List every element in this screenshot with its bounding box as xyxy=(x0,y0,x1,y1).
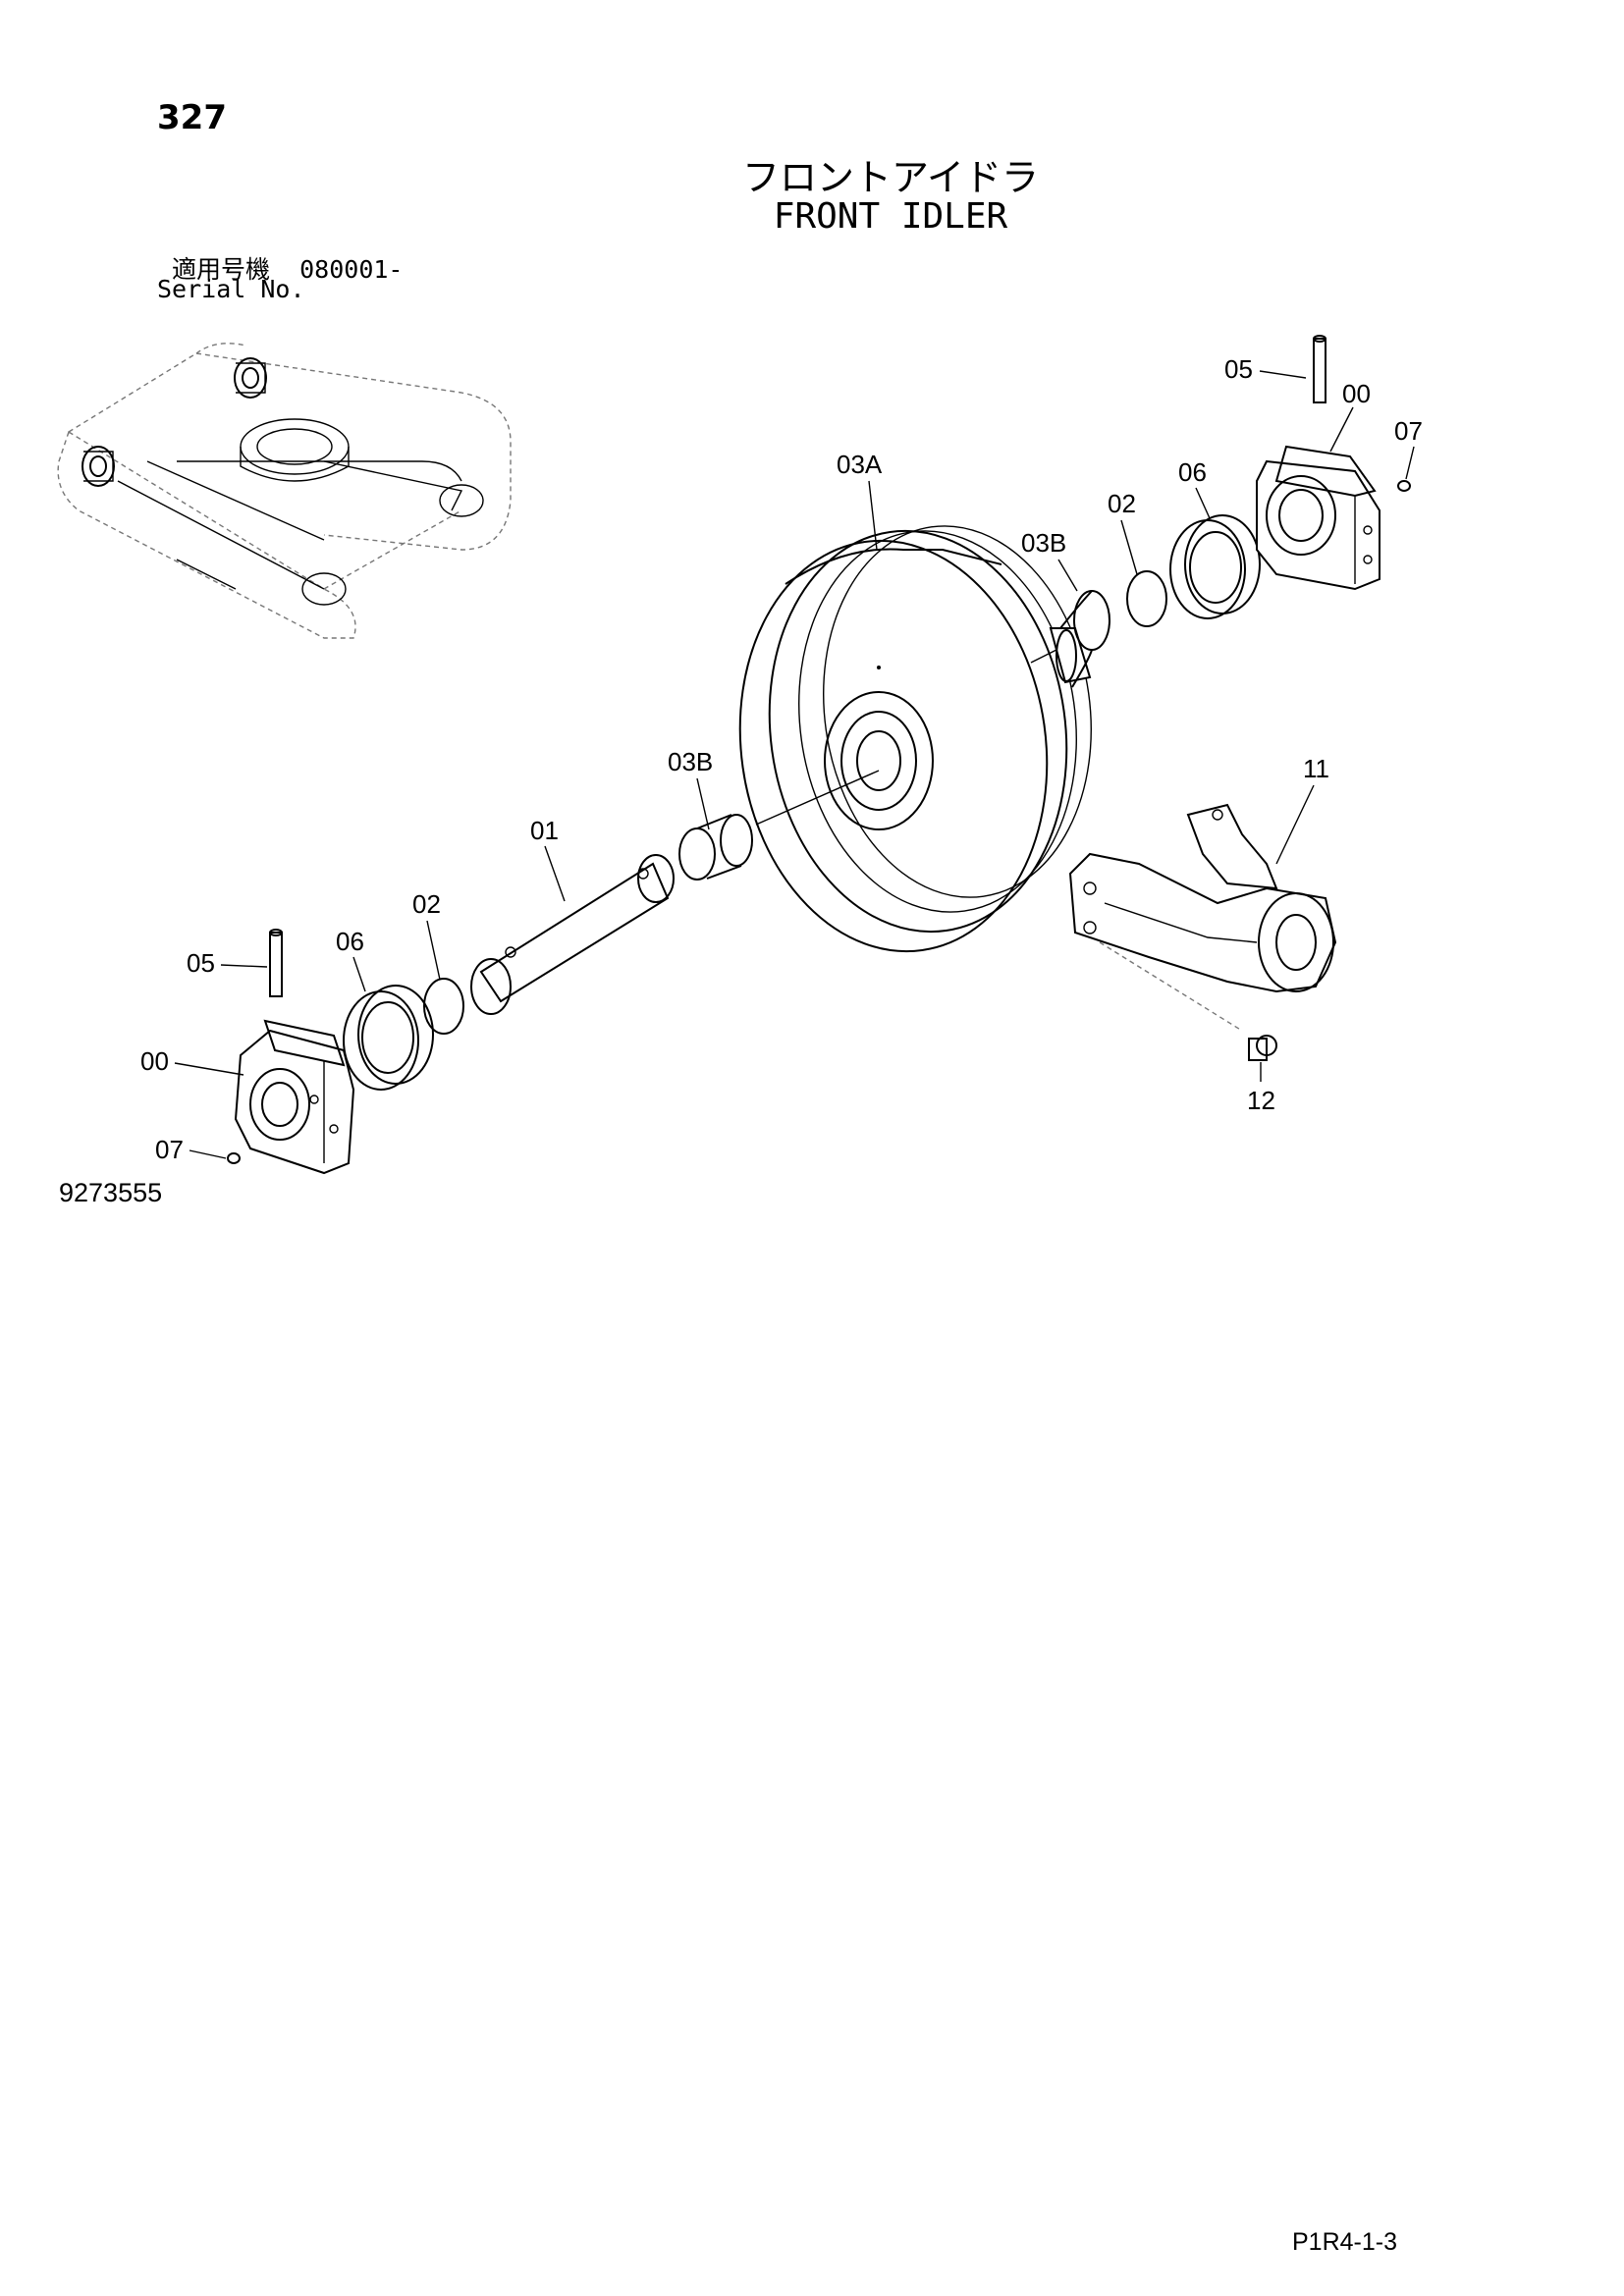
callout-12: 12 xyxy=(1247,1086,1275,1115)
bushing-middle xyxy=(678,814,753,881)
title-japanese: フロントアイドラ xyxy=(741,156,1040,199)
footer-page-code: P1R4-1-3 xyxy=(1292,2228,1397,2256)
callout-07-top: 07 xyxy=(1394,416,1423,446)
bracket-bottom xyxy=(234,1019,355,1175)
callout-02-top: 02 xyxy=(1108,489,1136,518)
callout-03B-middle: 03B xyxy=(668,747,713,776)
callout-03A: 03A xyxy=(837,450,883,479)
callout-02-bottom: 02 xyxy=(412,889,441,919)
seal-top xyxy=(1169,514,1261,619)
pin-top xyxy=(1313,335,1326,403)
page-number: 327 xyxy=(157,98,227,137)
o-ring-bottom xyxy=(423,978,464,1035)
bracket-top xyxy=(1256,445,1380,591)
track-frame-inset xyxy=(57,343,512,639)
callout-03B-top: 03B xyxy=(1021,528,1066,558)
callout-06-bottom: 06 xyxy=(336,927,364,956)
o-ring-top xyxy=(1126,570,1167,627)
serial-label-en: Serial No. xyxy=(157,275,305,303)
callout-05-top: 05 xyxy=(1224,354,1253,384)
callout-07-bottom: 07 xyxy=(155,1135,184,1164)
callout-06-top: 06 xyxy=(1178,457,1207,487)
yoke xyxy=(1068,803,1337,1032)
serial-value: 080001- xyxy=(299,255,404,284)
bolt xyxy=(1248,1035,1277,1061)
serial-line-1: 適用号機 080001- xyxy=(172,250,403,286)
screw-bottom xyxy=(227,1152,241,1164)
title-english: FRONT IDLER xyxy=(773,196,1008,237)
callout-00-bottom: 00 xyxy=(140,1046,169,1076)
drawing-number: 9273555 xyxy=(59,1178,163,1207)
bushing-top xyxy=(1049,590,1110,688)
callout-01: 01 xyxy=(530,816,559,845)
assembly-center-line xyxy=(755,770,880,826)
callout-05-bottom: 05 xyxy=(187,948,215,978)
seal-bottom xyxy=(343,985,434,1091)
callout-11: 11 xyxy=(1303,754,1329,783)
screw-top xyxy=(1397,480,1411,492)
serial-label-jp: 適用号機 xyxy=(172,255,271,284)
idler-wheel xyxy=(738,525,1092,953)
pin-bottom xyxy=(269,929,283,997)
callout-00-top: 00 xyxy=(1342,379,1371,408)
shaft xyxy=(470,854,675,1015)
